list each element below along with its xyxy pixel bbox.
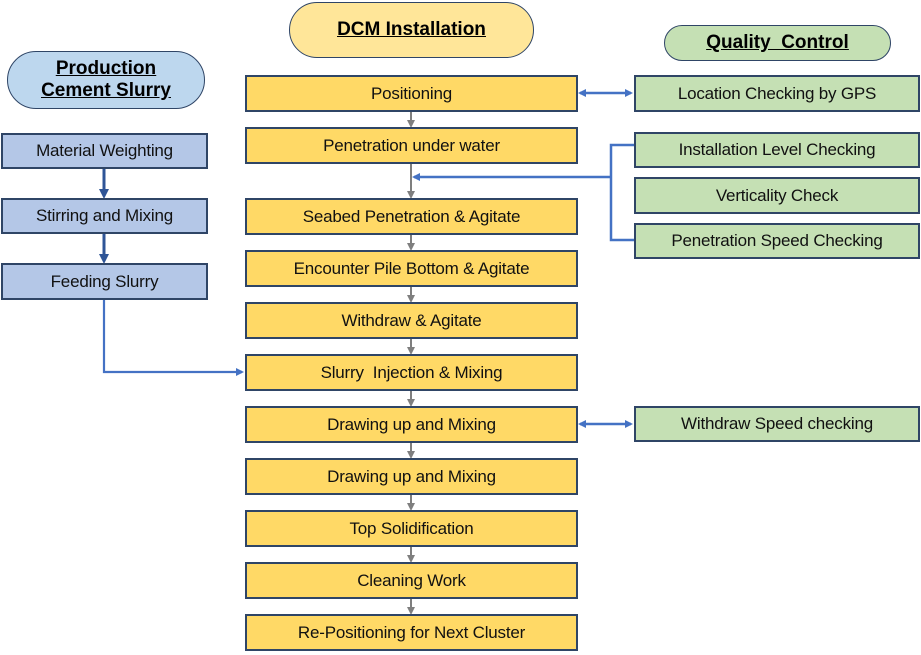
installation-step-7: Drawing up and Mixing — [245, 406, 578, 443]
qc-withdraw-speed: Withdraw Speed checking — [634, 406, 920, 442]
qc-installation-level: Installation Level Checking — [634, 132, 920, 168]
production-step-material-weighting: Material Weighting — [1, 133, 208, 169]
step-label: Positioning — [371, 83, 452, 103]
qc-location-gps: Location Checking by GPS — [634, 75, 920, 112]
production-step-feeding-slurry: Feeding Slurry — [1, 263, 208, 300]
installation-step-6: Slurry Injection & Mixing — [245, 354, 578, 391]
arrow-feeding-to-injection — [102, 300, 244, 376]
step-label: Material Weighting — [36, 141, 173, 160]
step-label: Encounter Pile Bottom & Agitate — [293, 258, 530, 278]
production-header-line1: Production — [55, 58, 157, 79]
qc-label: Location Checking by GPS — [677, 83, 877, 103]
production-header: Production Cement Slurry — [7, 51, 205, 109]
installation-step-5: Withdraw & Agitate — [245, 302, 578, 339]
step-label: Cleaning Work — [357, 570, 466, 590]
step-label: Stirring and Mixing — [36, 206, 173, 225]
step-label: Drawing up and Mixing — [327, 414, 496, 434]
link-qc-bracket — [609, 143, 634, 242]
installation-step-10: Cleaning Work — [245, 562, 578, 599]
step-label: Drawing up and Mixing — [327, 466, 496, 486]
installation-header: DCM Installation — [289, 2, 534, 58]
installation-step-2: Penetration under water — [245, 127, 578, 164]
installation-header-label: DCM Installation — [337, 19, 486, 40]
step-label: Slurry Injection & Mixing — [320, 362, 503, 382]
production-step-stirring-mixing: Stirring and Mixing — [1, 198, 208, 234]
qc-label: Penetration Speed Checking — [671, 231, 883, 250]
step-label: Seabed Penetration & Agitate — [302, 206, 521, 226]
installation-step-1: Positioning — [245, 75, 578, 112]
quality-header: Quality Control — [664, 25, 891, 61]
step-label: Top Solidification — [349, 518, 474, 538]
step-label: Feeding Slurry — [50, 271, 159, 291]
installation-step-3: Seabed Penetration & Agitate — [245, 198, 578, 235]
installation-step-8: Drawing up and Mixing — [245, 458, 578, 495]
step-label: Re-Positioning for Next Cluster — [297, 622, 526, 642]
step-label: Withdraw & Agitate — [341, 310, 482, 330]
qc-label: Installation Level Checking — [678, 140, 876, 159]
qc-label: Withdraw Speed checking — [681, 414, 873, 433]
installation-step-9: Top Solidification — [245, 510, 578, 547]
installation-step-11: Re-Positioning for Next Cluster — [245, 614, 578, 651]
qc-verticality: Verticality Check — [634, 177, 920, 214]
qc-label: Verticality Check — [715, 185, 839, 205]
quality-header-label: Quality Control — [706, 32, 849, 53]
installation-step-4: Encounter Pile Bottom & Agitate — [245, 250, 578, 287]
step-label: Penetration under water — [323, 135, 500, 155]
production-header-line2: Cement Slurry — [41, 80, 171, 101]
qc-penetration-speed: Penetration Speed Checking — [634, 223, 920, 259]
